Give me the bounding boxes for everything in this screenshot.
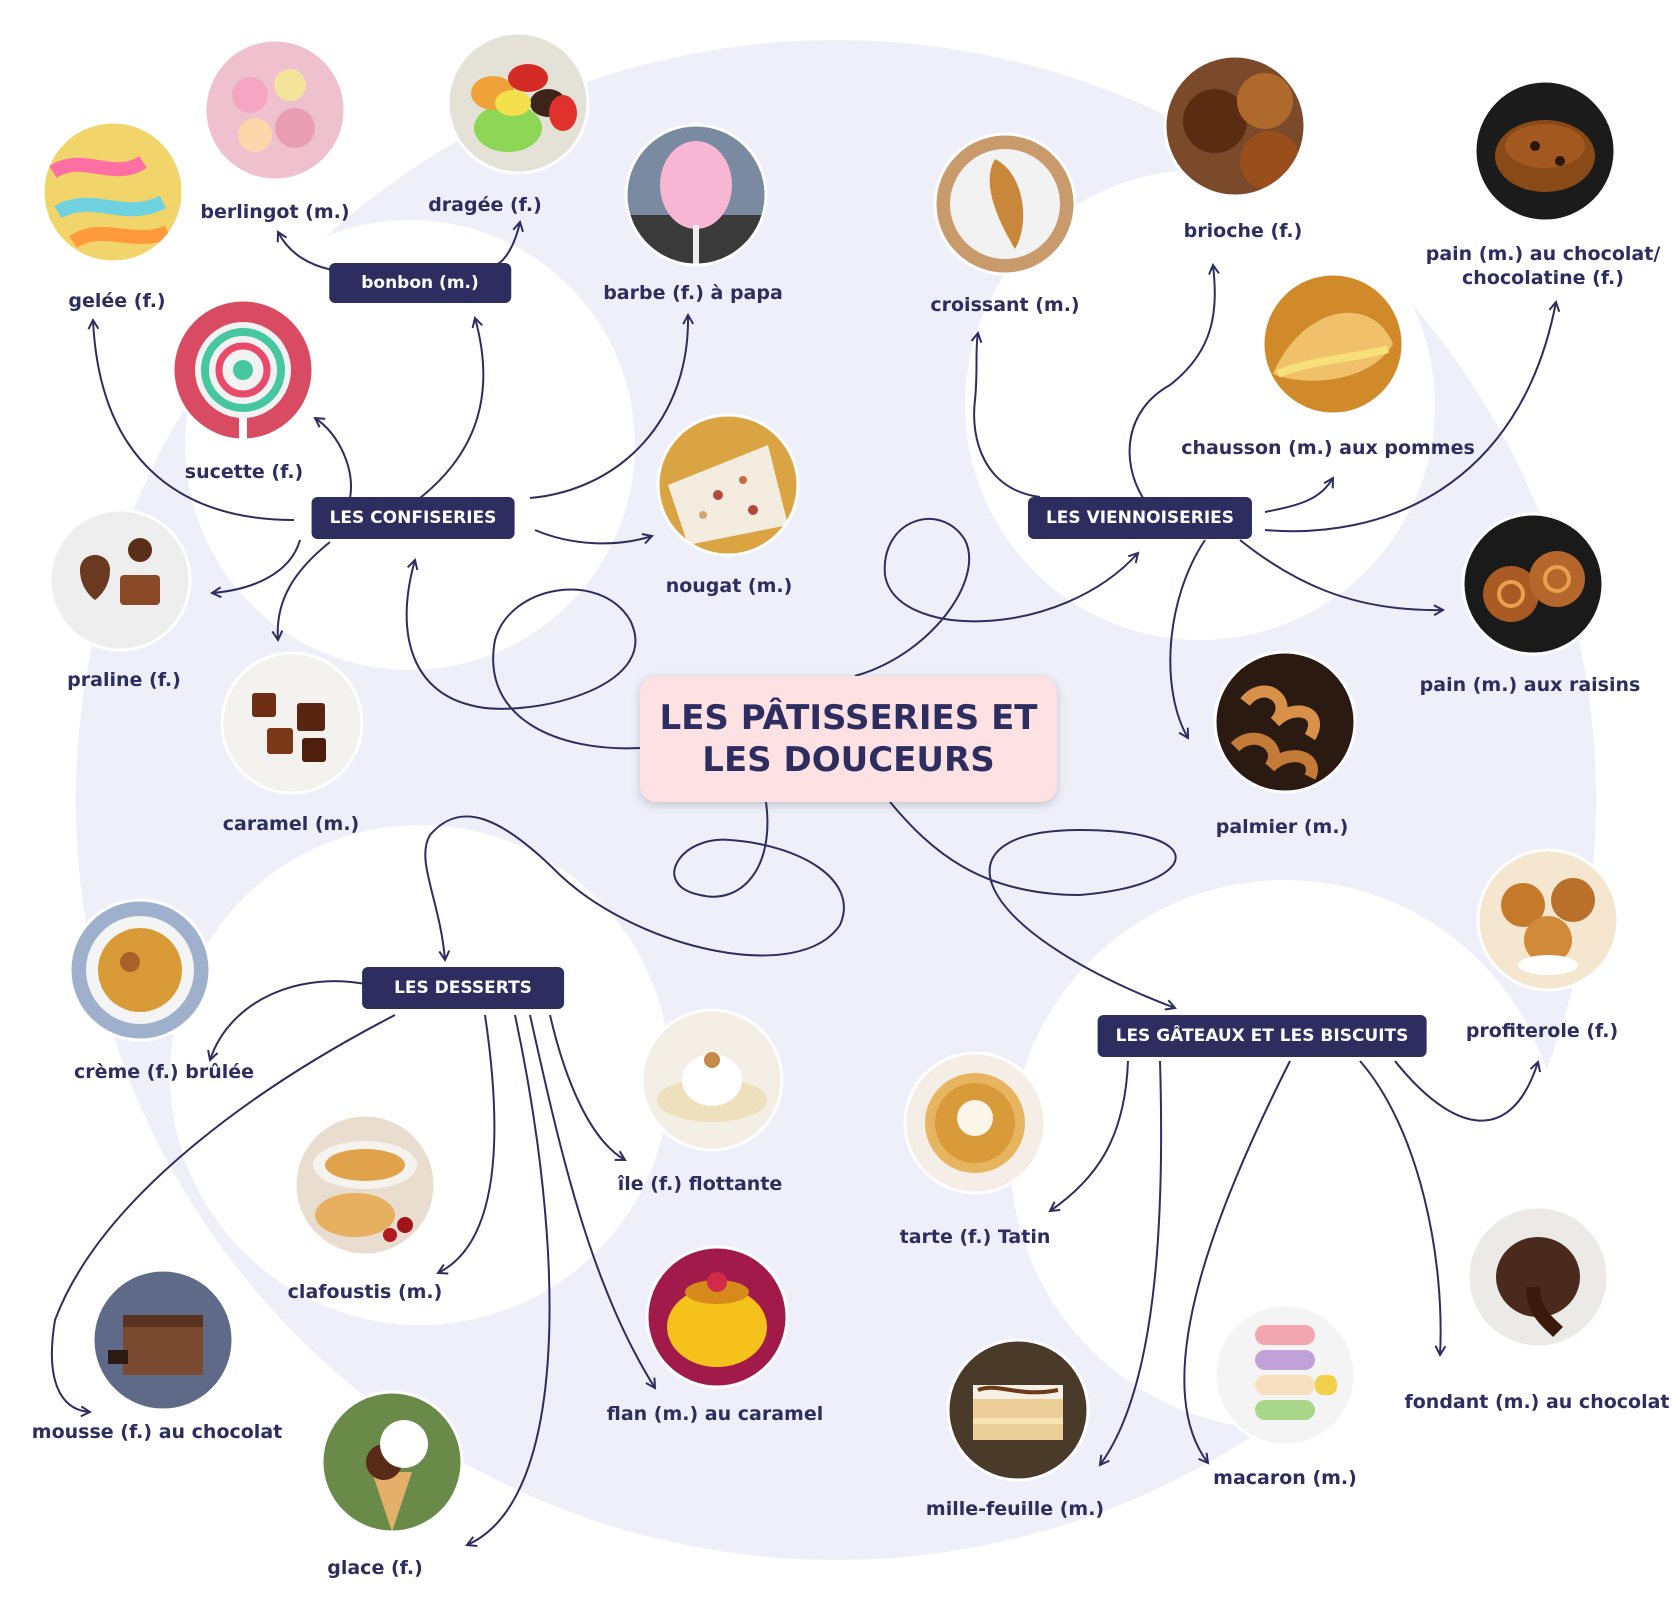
label-chausson: chausson (m.) aux pommes bbox=[1181, 437, 1475, 459]
connector-desserts-flan bbox=[529, 1014, 655, 1388]
brioche-photo-icon bbox=[1163, 54, 1307, 198]
connector-viennoiseries-painraisins bbox=[1239, 539, 1443, 610]
label-sucette: sucette (f.) bbox=[184, 461, 304, 483]
connector-center-desserts bbox=[424, 801, 845, 960]
label-praline: praline (f.) bbox=[67, 669, 181, 691]
croissant-photo-icon bbox=[933, 132, 1077, 276]
connector-gateaux-macaron bbox=[1183, 1060, 1291, 1463]
connector-confiseries-sucette bbox=[315, 418, 352, 499]
connector-confiseries-barbe bbox=[529, 315, 688, 499]
mousse-photo-icon bbox=[91, 1268, 235, 1412]
ile-flottante-photo-icon bbox=[640, 1008, 784, 1152]
cotton-candy-photo-icon bbox=[624, 123, 768, 267]
label-glace: glace (f.) bbox=[327, 1557, 423, 1579]
connector-gateaux-tarte bbox=[1050, 1060, 1129, 1211]
connector-gateaux-mille bbox=[1100, 1060, 1163, 1465]
label-berlingot: berlingot (m.) bbox=[200, 201, 350, 223]
connector-center-viennoiseries bbox=[854, 518, 1138, 677]
berlingot-photo-icon bbox=[203, 38, 347, 182]
flan-photo-icon bbox=[645, 1245, 789, 1389]
label-tarte-tatin: tarte (f.) Tatin bbox=[899, 1226, 1051, 1248]
node-desserts: LES DESSERTS bbox=[362, 967, 564, 1009]
node-bonbon: bonbon (m.) bbox=[329, 263, 511, 303]
label-pain-aux-raisins: pain (m.) aux raisins bbox=[1419, 674, 1641, 696]
label-profiterole: profiterole (f.) bbox=[1465, 1020, 1619, 1042]
fondant-photo-icon bbox=[1466, 1205, 1610, 1349]
photo-circles bbox=[41, 31, 1620, 1534]
connector-confiseries-praline bbox=[212, 539, 301, 593]
connector-viennoiseries-brioche bbox=[1128, 265, 1215, 499]
label-palmier: palmier (m.) bbox=[1215, 816, 1349, 838]
palmier-photo-icon bbox=[1213, 650, 1357, 794]
connector-confiseries-gelee bbox=[93, 320, 295, 521]
caramel-photo-icon bbox=[220, 651, 364, 795]
connector-bonbon-berlingot bbox=[278, 232, 333, 271]
profiterole-photo-icon bbox=[1476, 848, 1620, 992]
label-ile-flottante: île (f.) flottante bbox=[617, 1173, 783, 1195]
connector-desserts-clafoutis bbox=[438, 1014, 496, 1273]
dragee-photo-icon bbox=[446, 31, 590, 175]
central-title: LES PÂTISSERIES ET LES DOUCEURS bbox=[640, 676, 1057, 802]
connector-viennoiseries-palmier bbox=[1169, 539, 1206, 738]
connector-confiseries-nougat bbox=[534, 529, 652, 545]
connector-center-gateaux bbox=[889, 801, 1176, 1008]
connector-desserts-creme bbox=[210, 980, 371, 1060]
macaron-photo-icon bbox=[1213, 1303, 1357, 1447]
label-fondant: fondant (m.) au chocolat bbox=[1404, 1391, 1670, 1413]
ice-cream-photo-icon bbox=[320, 1390, 464, 1534]
pain-aux-raisins-photo-icon bbox=[1461, 512, 1605, 656]
connector-desserts-glace bbox=[467, 1014, 551, 1545]
label-macaron: macaron (m.) bbox=[1213, 1467, 1357, 1489]
praline-photo-icon bbox=[48, 508, 192, 652]
connector-gateaux-profiterole bbox=[1394, 1061, 1538, 1122]
connector-desserts-ile bbox=[549, 1014, 625, 1160]
node-gateaux-biscuits: LES GÂTEAUX ET LES BISCUITS bbox=[1097, 1015, 1427, 1057]
connector-viennoiseries-painchoc bbox=[1264, 302, 1556, 533]
lollipop-photo-icon bbox=[171, 298, 315, 442]
label-brioche: brioche (f.) bbox=[1183, 220, 1303, 242]
central-title-text: LES PÂTISSERIES ET LES DOUCEURS bbox=[659, 698, 1038, 780]
label-creme-brulee: crème (f.) brûlée bbox=[73, 1061, 255, 1083]
label-clafoutis: clafoustis (m.) bbox=[287, 1281, 443, 1303]
node-viennoiseries: LES VIENNOISERIES bbox=[1027, 497, 1253, 539]
connector-confiseries-bonbon bbox=[419, 318, 485, 499]
label-croissant: croissant (m.) bbox=[930, 294, 1080, 316]
label-flan: flan (m.) au caramel bbox=[606, 1403, 824, 1425]
chausson-photo-icon bbox=[1261, 272, 1405, 416]
label-dragee: dragée (f.) bbox=[428, 194, 542, 216]
label-nougat: nougat (m.) bbox=[665, 575, 793, 597]
connector-desserts-mousse bbox=[51, 1014, 396, 1412]
label-mousse: mousse (f.) au chocolat bbox=[31, 1421, 283, 1443]
connector-viennoiseries-chausson bbox=[1264, 478, 1333, 513]
label-mille-feuille: mille-feuille (m.) bbox=[925, 1498, 1105, 1520]
tarte-tatin-photo-icon bbox=[903, 1051, 1047, 1195]
connectors bbox=[51, 222, 1556, 1545]
node-confiseries: LES CONFISERIES bbox=[311, 497, 515, 539]
nougat-photo-icon bbox=[656, 413, 800, 557]
pain-au-chocolat-photo-icon bbox=[1473, 79, 1617, 223]
connector-gateaux-fondant bbox=[1359, 1060, 1441, 1355]
clafoutis-photo-icon bbox=[293, 1113, 437, 1257]
connector-center-confiseries bbox=[405, 560, 641, 750]
label-barbe-a-papa: barbe (f.) à papa bbox=[603, 282, 783, 304]
connector-confiseries-caramel bbox=[278, 541, 331, 640]
gelee-photo-icon bbox=[41, 120, 185, 264]
label-caramel: caramel (m.) bbox=[222, 813, 360, 835]
label-pain-au-chocolat: pain (m.) au chocolat/ chocolatine (f.) bbox=[1425, 243, 1661, 289]
connector-viennoiseries-croissant bbox=[974, 333, 1041, 498]
mille-feuille-photo-icon bbox=[946, 1338, 1090, 1482]
label-gelee: gelée (f.) bbox=[68, 290, 166, 312]
creme-brulee-photo-icon bbox=[68, 898, 212, 1042]
